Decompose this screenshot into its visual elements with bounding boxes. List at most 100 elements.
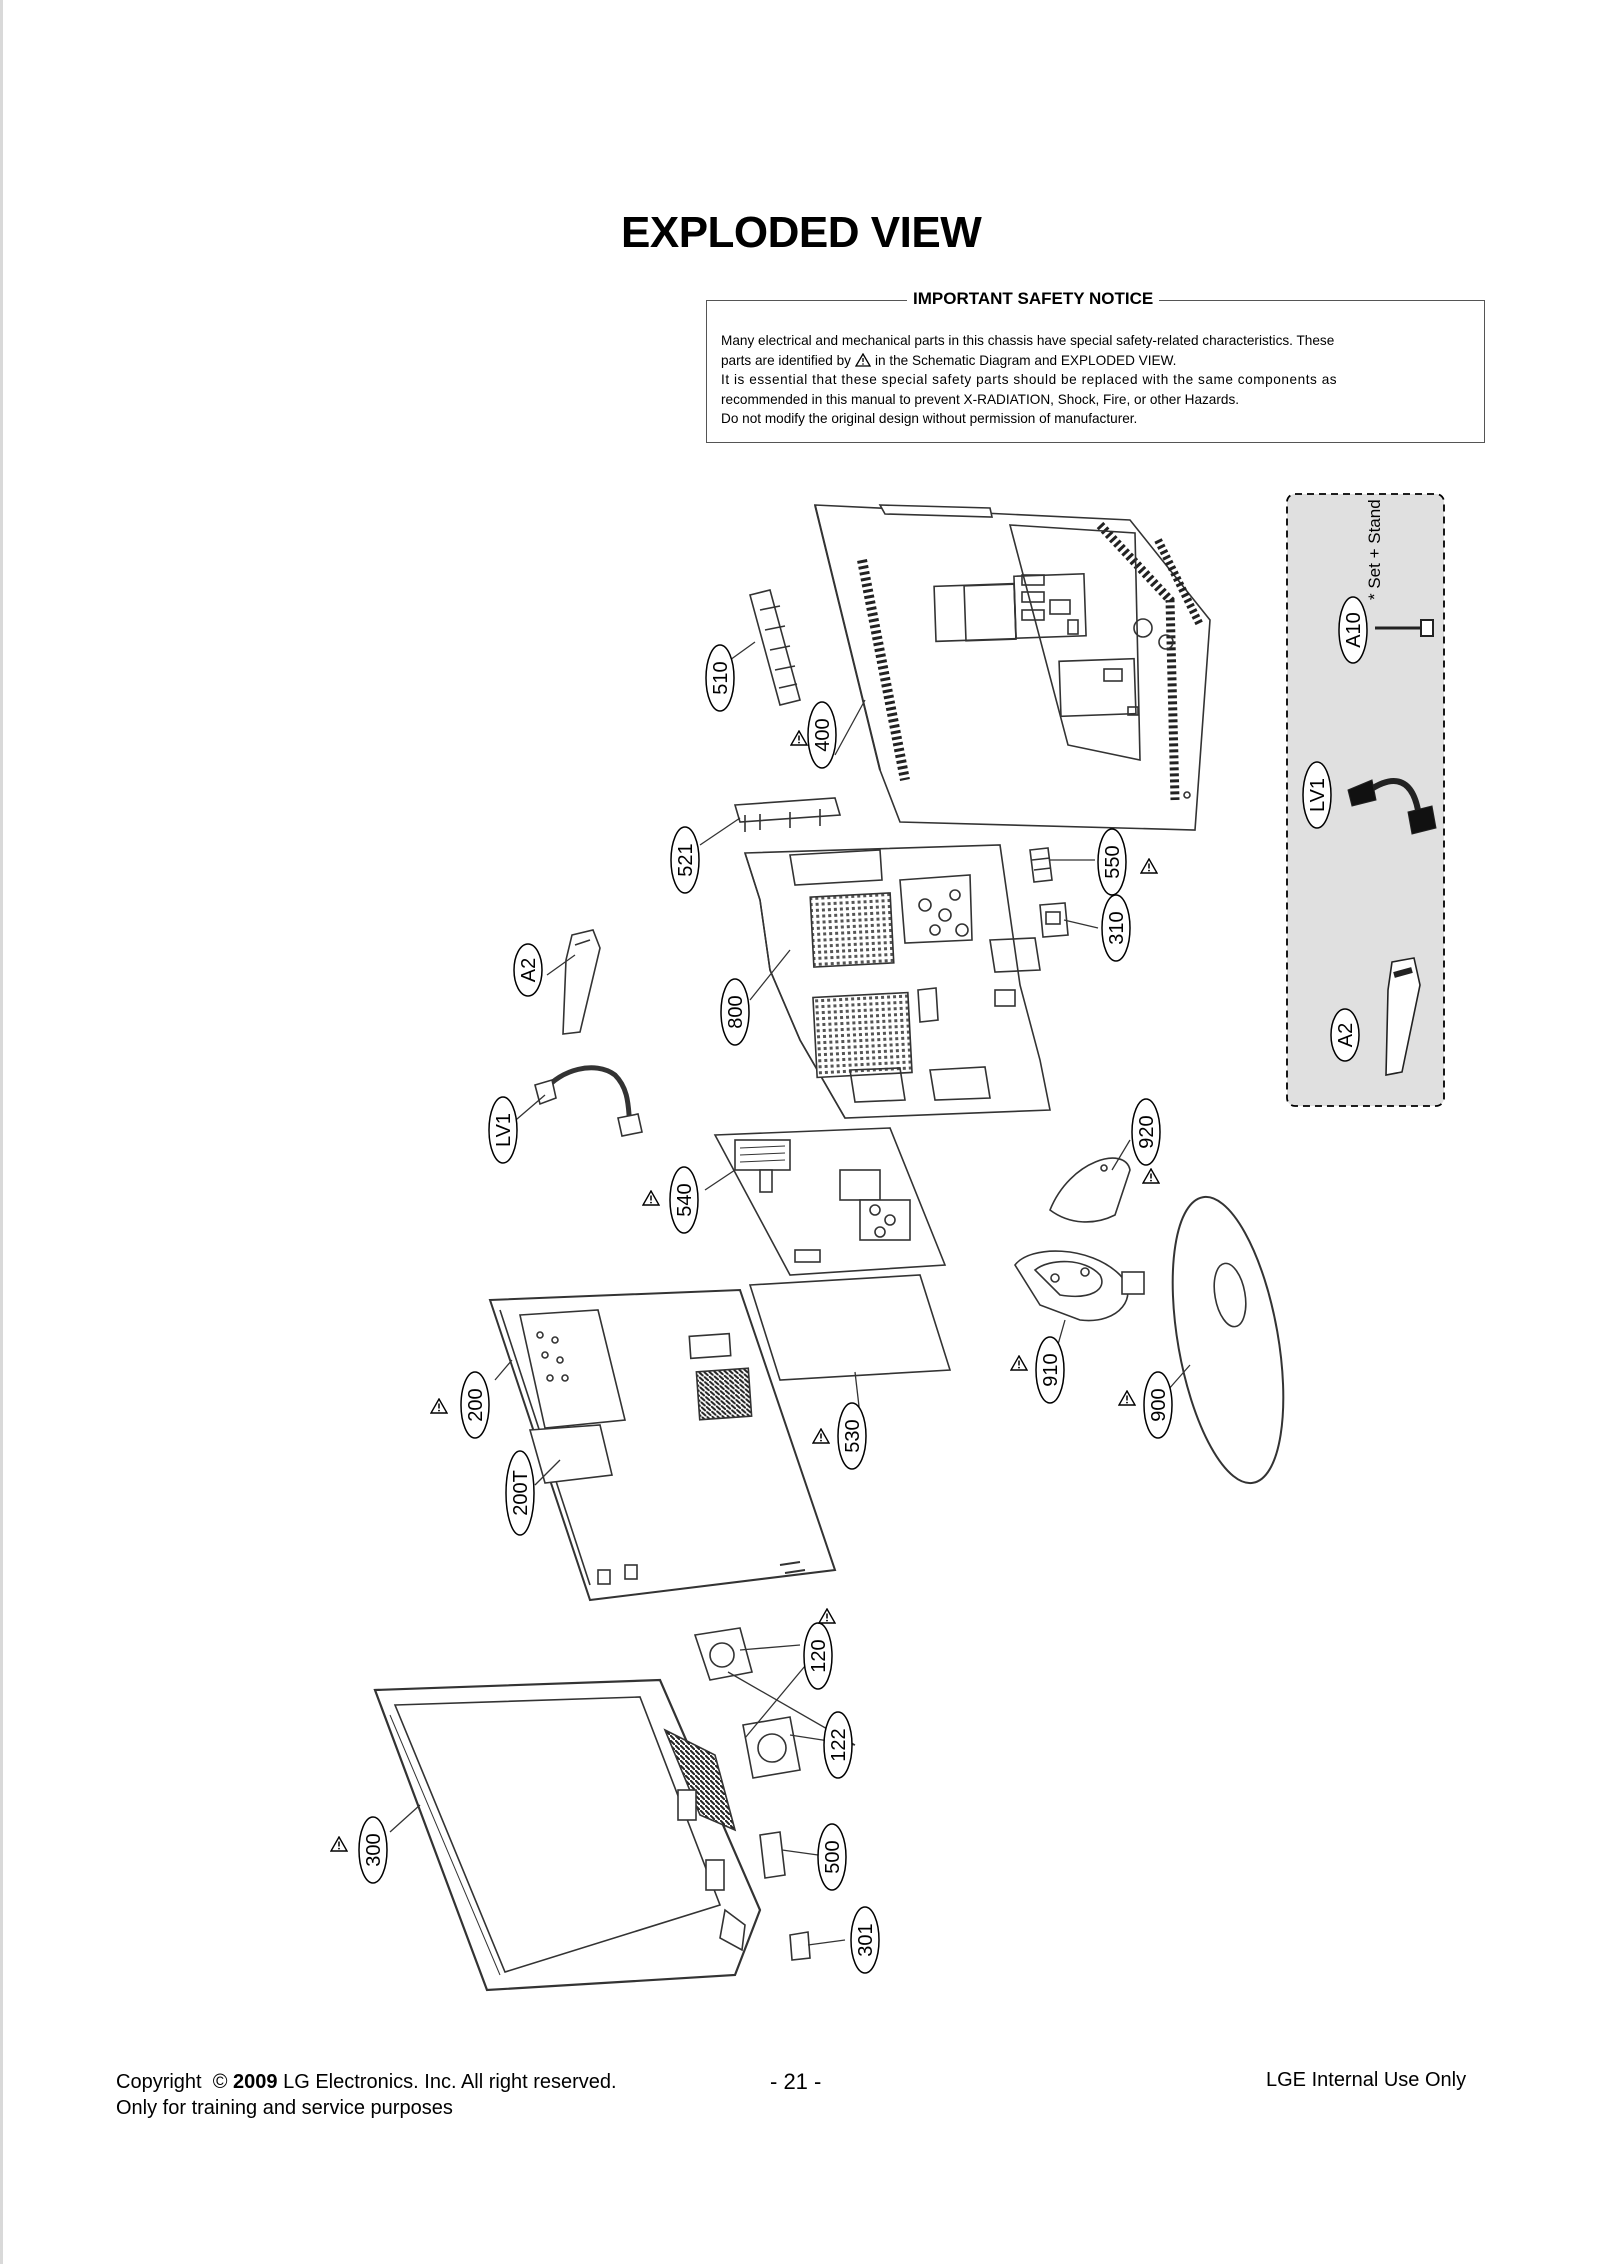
notice-line-part: parts are identified by — [721, 352, 851, 368]
copyright-text: LG Electronics. Inc. All right reserved. — [283, 2071, 617, 2093]
label-text: 510 — [710, 661, 732, 694]
label-oval — [807, 701, 837, 769]
label-text: 910 — [1040, 1353, 1062, 1386]
label-900: 900 — [1143, 1371, 1173, 1439]
copyright-prefix: Copyright — [116, 2071, 202, 2093]
shield-800 — [743, 844, 1051, 1119]
label-oval — [1330, 1008, 1360, 1062]
safety-triangles — [330, 730, 1160, 1852]
panel-200 — [488, 1288, 837, 1602]
label-oval — [1143, 1371, 1173, 1439]
label-521: 521 — [670, 826, 700, 894]
inset-stand-note: * Set + Stand — [1365, 499, 1384, 600]
label-text: 920 — [1136, 1115, 1158, 1148]
label-120: 120 — [803, 1622, 833, 1690]
inset-label-a2: A2 — [1330, 1008, 1360, 1062]
notice-line: parts are identified by in the Schematic … — [721, 351, 1471, 371]
label-text: LV1 — [493, 1113, 515, 1147]
inset-label-a10: A10 — [1338, 596, 1368, 664]
safety-notice-box: IMPORTANT SAFETY NOTICE Many electrical … — [706, 289, 1485, 443]
label-text: 800 — [725, 995, 747, 1028]
label-920: 920 — [1131, 1098, 1161, 1166]
warning-triangle-icon — [812, 1428, 830, 1444]
inset-cable-lv1 — [1347, 778, 1437, 835]
plate-530 — [748, 1274, 952, 1381]
label-300: 300 — [358, 1816, 388, 1884]
label-text: 550 — [1102, 845, 1124, 878]
label-200t: 200T — [505, 1450, 535, 1536]
notice-line: Many electrical and mechanical parts in … — [721, 333, 1335, 348]
copyright-year: 2009 — [233, 2071, 278, 2093]
label-oval — [1338, 596, 1368, 664]
part-550 — [1029, 847, 1053, 883]
cable-a2 — [562, 929, 601, 1035]
label-oval — [837, 1402, 867, 1470]
label-text: 400 — [812, 718, 834, 751]
label-text: 120 — [808, 1639, 830, 1672]
label-a2: A2 — [513, 943, 543, 997]
notice-line: It is essential that these special safet… — [721, 372, 1338, 387]
part-301 — [789, 1931, 811, 1961]
label-text: 530 — [842, 1419, 864, 1452]
label-530: 530 — [837, 1402, 867, 1470]
label-text: 540 — [674, 1183, 696, 1216]
label-400: 400 — [807, 701, 837, 769]
part-310 — [1039, 902, 1069, 938]
page-number: - 21 - — [770, 2069, 822, 2094]
label-500: 500 — [817, 1823, 847, 1891]
label-text: 122 — [828, 1728, 850, 1761]
stand-neck-910 — [1014, 1250, 1145, 1322]
footer-left: Copyright © 2009 LG Electronics. Inc. Al… — [116, 2069, 617, 2121]
label-oval — [1302, 761, 1332, 829]
label-301: 301 — [850, 1906, 880, 1974]
inset-label-lv1: LV1 — [1302, 761, 1332, 829]
front-bezel-300 — [373, 1678, 762, 1992]
internal-use-note: LGE Internal Use Only — [1266, 2069, 1467, 2091]
label-oval — [720, 978, 750, 1046]
screw-a10 — [1375, 619, 1434, 637]
warning-triangle-icon — [1010, 1355, 1028, 1371]
label-200: 200 — [460, 1371, 490, 1439]
label-oval — [1101, 894, 1131, 962]
label-text: 900 — [1148, 1388, 1170, 1421]
warning-triangle-icon — [430, 1398, 448, 1414]
label-oval — [1131, 1098, 1161, 1166]
label-910: 910 — [1035, 1336, 1065, 1404]
cable-lv1 — [534, 1065, 643, 1137]
back-cover-400 — [813, 504, 1211, 831]
bracket-510 — [749, 589, 801, 706]
warning-triangle-icon — [790, 730, 808, 746]
label-oval — [358, 1816, 388, 1884]
safety-notice-text: Many electrical and mechanical parts in … — [721, 331, 1471, 429]
copyright-line: Copyright © 2009 LG Electronics. Inc. Al… — [116, 2069, 617, 2095]
label-text: 300 — [363, 1833, 385, 1866]
label-lv1: LV1 — [488, 1096, 518, 1164]
label-oval — [823, 1711, 853, 1779]
label-text: 200T — [510, 1470, 532, 1516]
label-122: 122 — [823, 1711, 853, 1779]
notice-line-part: in the Schematic Diagram and EXPLODED VI… — [874, 352, 1177, 368]
page-title: EXPLODED VIEW — [621, 208, 982, 257]
label-oval — [505, 1450, 535, 1536]
copyright-symbol: © — [212, 2071, 228, 2093]
label-310: 310 — [1101, 894, 1131, 962]
speaker-120 — [693, 1627, 753, 1681]
label-text: 200 — [465, 1388, 487, 1421]
inset-part-a2 — [1385, 957, 1421, 1076]
part-500 — [759, 1831, 786, 1879]
main-board-540 — [713, 1127, 947, 1276]
label-text: A10 — [1343, 612, 1365, 648]
warning-triangle-icon — [642, 1190, 660, 1206]
bracket-521 — [733, 797, 842, 832]
label-text: 521 — [675, 843, 697, 876]
label-oval — [803, 1622, 833, 1690]
inset-panel — [1286, 493, 1445, 1107]
label-oval — [488, 1096, 518, 1164]
warning-triangle-icon — [1142, 1168, 1160, 1184]
label-540: 540 — [669, 1166, 699, 1234]
stand-cover-920 — [1049, 1157, 1131, 1223]
stand-base-900 — [1171, 1195, 1285, 1485]
training-note: Only for training and service purposes — [116, 2097, 453, 2119]
